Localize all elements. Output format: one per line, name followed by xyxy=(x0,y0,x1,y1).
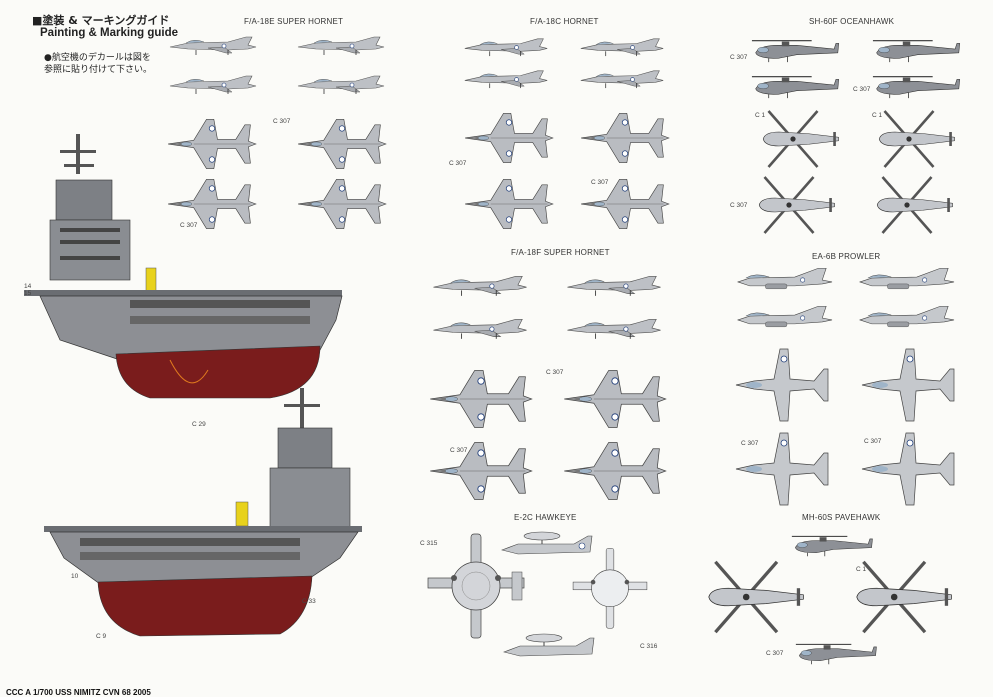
e2c-side-2 xyxy=(502,633,595,657)
callout-c307-s3: C 307 xyxy=(730,202,748,209)
label-mh60s: MH-60S PAVEHAWK xyxy=(802,513,881,522)
label-fa18c: F/A-18C HORNET xyxy=(530,17,599,26)
callout-c1-s1: C 1 xyxy=(755,112,766,119)
fa18c-side-2 xyxy=(578,35,666,58)
ea6b-side-4 xyxy=(858,304,956,332)
fa18c-top-1 xyxy=(460,106,558,170)
callout-14: 14 xyxy=(24,283,32,290)
fa18c-top-3 xyxy=(460,172,558,236)
callout-c307-f1: C 307 xyxy=(546,369,564,376)
callout-c1-mh: C 1 xyxy=(856,566,867,573)
callout-c307-e1: C 307 xyxy=(273,118,291,125)
decal-note-line1: ●航空機のデカールは図を xyxy=(44,53,151,63)
fa18e-side-1 xyxy=(168,33,258,57)
carrier-view-upper xyxy=(24,134,343,399)
fa18f-top-1 xyxy=(426,362,536,436)
sh60f-side-1 xyxy=(745,36,841,64)
callout-c307-p1: C 307 xyxy=(741,440,759,447)
mh60s-side-2 xyxy=(790,640,878,666)
fa18f-side-4 xyxy=(562,315,666,341)
ea6b-top-2 xyxy=(860,344,960,426)
fa18c-side-4 xyxy=(578,67,666,90)
sh60f-side-2 xyxy=(866,36,962,64)
label-sh60f: SH-60F OCEANHAWK xyxy=(809,17,895,26)
callout-c9: C 9 xyxy=(96,633,107,640)
fa18e-side-4 xyxy=(296,72,386,96)
callout-c307-s1: C 307 xyxy=(730,54,748,61)
callout-15: 15 xyxy=(24,290,32,297)
label-fa18e: F/A-18E SUPER HORNET xyxy=(244,17,344,26)
label-fa18f: F/A-18F SUPER HORNET xyxy=(511,248,610,257)
callout-c307-p2: C 307 xyxy=(864,438,882,445)
e2c-top-1 xyxy=(427,533,525,639)
sh60f-top-4 xyxy=(866,170,962,240)
callout-c307-c2: C 307 xyxy=(591,179,609,186)
label-e2c: E-2C HAWKEYE xyxy=(514,513,577,522)
callout-c316: C 316 xyxy=(640,643,658,650)
e2c-top-2 xyxy=(572,547,648,629)
fa18e-side-2 xyxy=(296,33,386,57)
ea6b-side-3 xyxy=(736,304,834,332)
fa18f-side-3 xyxy=(428,315,532,341)
ea6b-side-2 xyxy=(858,266,956,294)
sh60f-side-4 xyxy=(866,72,962,100)
callout-c315: C 315 xyxy=(420,540,438,547)
decal-note: ●航空機のデカールは図を 参照に貼り付けて下さい。 xyxy=(44,52,152,76)
fa18f-top-2 xyxy=(560,362,670,436)
callout-c307-f2: C 307 xyxy=(450,447,468,454)
callout-c307-mh: C 307 xyxy=(766,650,784,657)
sh60f-top-1 xyxy=(752,104,848,174)
callout-c307-s2: C 307 xyxy=(853,86,871,93)
mh60s-top-1 xyxy=(700,552,810,642)
fa18c-side-3 xyxy=(462,67,550,90)
sh60f-top-2 xyxy=(868,104,964,174)
e2c-side-1 xyxy=(500,531,593,555)
carrier-view-lower xyxy=(44,388,362,637)
fa18e-side-3 xyxy=(168,72,258,96)
callout-10: 10 xyxy=(71,573,79,580)
fa18f-top-3 xyxy=(426,434,536,508)
callout-c33: C 33 xyxy=(302,598,316,605)
page-subtitle: Painting & Marking guide xyxy=(40,27,179,39)
label-ea6b: EA-6B PROWLER xyxy=(812,252,881,261)
fa18f-side-1 xyxy=(428,272,532,298)
fa18c-top-2 xyxy=(576,106,674,170)
decal-note-line2: 参照に貼り付けて下さい。 xyxy=(44,65,153,75)
fa18c-side-1 xyxy=(462,35,550,58)
callout-c307-c1: C 307 xyxy=(449,160,467,167)
sh60f-top-3 xyxy=(748,170,844,240)
footer-text: CCC A 1/700 USS NIMITZ CVN 68 2005 xyxy=(6,688,151,697)
fa18f-side-2 xyxy=(562,272,666,298)
fa18f-top-4 xyxy=(560,434,670,508)
callout-c307-e2: C 307 xyxy=(180,222,198,229)
callout-c29: C 29 xyxy=(192,421,206,428)
sh60f-side-3 xyxy=(745,72,841,100)
page-title: ■塗装 & マーキングガイド xyxy=(32,14,170,27)
ea6b-top-1 xyxy=(734,344,834,426)
callout-c1-s2: C 1 xyxy=(872,112,883,119)
ea6b-side-1 xyxy=(736,266,834,294)
